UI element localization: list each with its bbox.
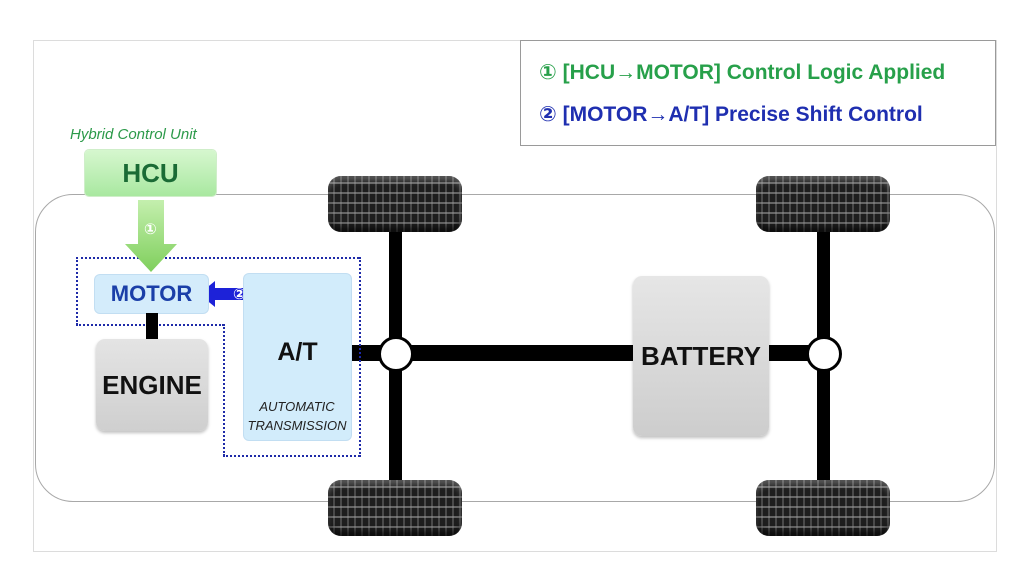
tire-rear-right [756,480,890,536]
transmission-caption: AUTOMATIC TRANSMISSION [232,397,362,435]
transmission-caption-line2: TRANSMISSION [247,418,347,433]
motor-at-double-arrow [199,281,286,307]
powertrain-outline-top [76,257,359,259]
vehicle-chassis-outline [35,194,995,502]
motor-label: MOTOR [110,281,193,306]
powertrain-outline-inner [223,324,225,456]
rear-differential-joint [806,336,842,372]
hcu-caption: Hybrid Control Unit [70,126,197,143]
battery-block: BATTERY [633,276,769,436]
engine-block: ENGINE [96,339,208,431]
step-badge-one: ① [144,221,157,238]
engine-label: ENGINE [102,369,202,400]
tire-rear-left [756,176,890,232]
step-badge-two: ② [233,286,246,303]
tire-front-left [328,176,462,232]
hcu-to-motor-arrow [125,200,177,272]
legend-item-hcu-motor: ① [HCU→MOTOR] Control Logic Applied [539,61,946,84]
tire-front-right [328,480,462,536]
battery-label: BATTERY [641,340,761,371]
powertrain-outline-bottom [223,455,360,457]
hcu-label: HCU [122,157,179,188]
legend-item-motor-at: ② [MOTOR→A/T] Precise Shift Control [539,103,923,126]
motor-block: MOTOR [95,275,208,313]
hcu-block: HCU [85,150,216,196]
motor-engine-connector [146,313,158,340]
transmission-block [244,274,351,440]
legend-box: ① [HCU→MOTOR] Control Logic Applied ② [M… [520,40,996,146]
front-differential-joint [378,336,414,372]
powertrain-outline-left [76,257,78,325]
powertrain-outline-right [359,257,361,457]
transmission-caption-line1: AUTOMATIC [259,399,335,414]
transmission-label: A/T [277,338,318,366]
